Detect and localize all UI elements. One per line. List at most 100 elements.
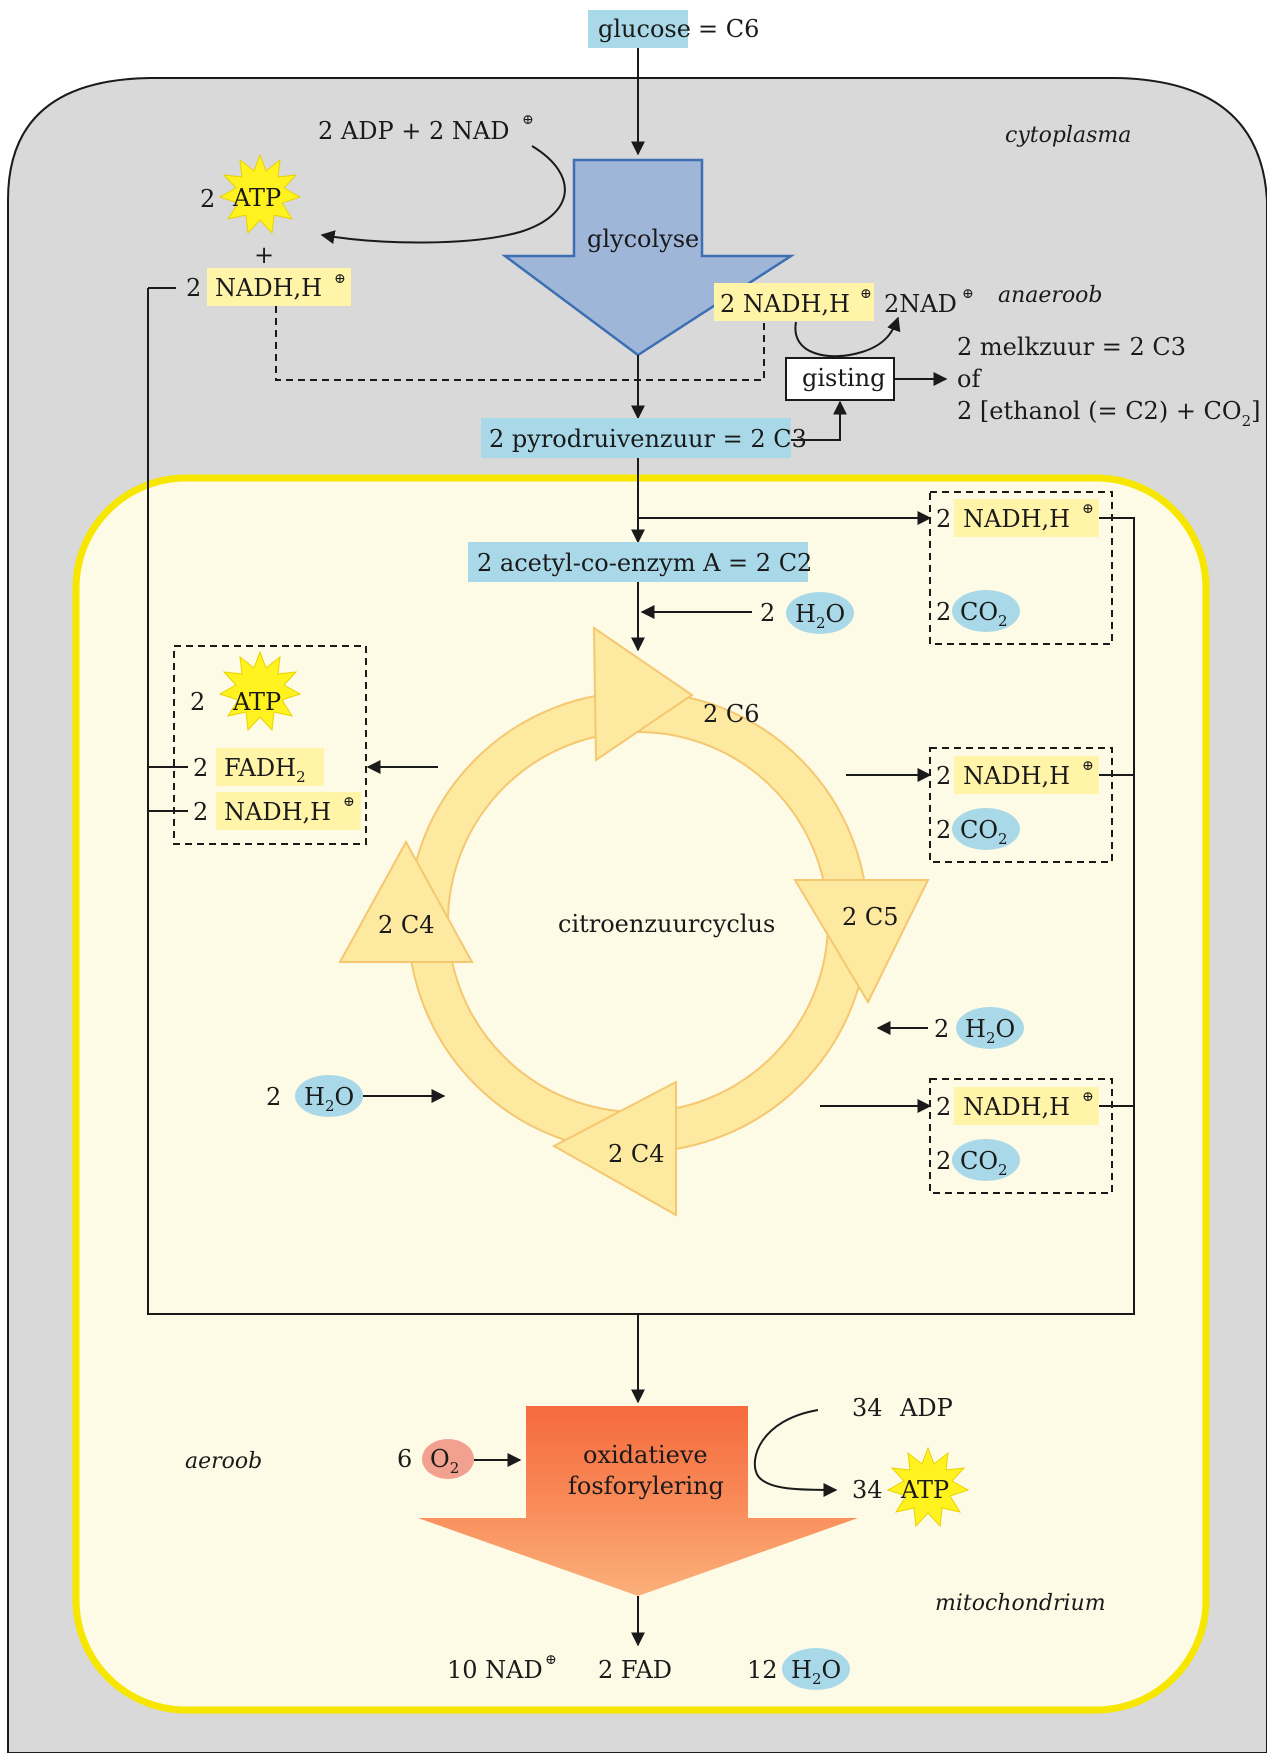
water-left-ellipse — [295, 1075, 363, 1117]
cytoplasm-label: cytoplasma — [1005, 123, 1131, 148]
water-right-ellipse — [956, 1007, 1024, 1049]
right-box-2 — [929, 747, 1113, 863]
product-h2o-label: H2O — [791, 1656, 841, 1688]
adp-nad-label: 2 ADP + 2 NAD — [318, 117, 509, 145]
box2-nadh-label: NADH,H — [963, 762, 1070, 790]
atp-star-icon — [218, 153, 302, 235]
box1-nadh-count: 2 — [936, 505, 951, 533]
box3-nadh-bg — [954, 1087, 1099, 1125]
left-fadh-count: 2 — [193, 754, 208, 782]
fermentation-box — [785, 357, 895, 401]
left-nadh-plus-sup: ⊕ — [343, 794, 355, 810]
left-nadh-label: NADH,H — [224, 798, 331, 826]
glycolysis-plus: + — [254, 241, 274, 269]
box3-co2-label: CO2 — [960, 1147, 1008, 1179]
right-nadh-plus-sup: ⊕ — [860, 286, 872, 302]
o2-count: 6 — [397, 1445, 412, 1473]
adp-to-atp-arrow — [753, 1409, 838, 1497]
product-nad: 10 NAD — [447, 1656, 543, 1684]
box2-co2-count: 2 — [936, 816, 951, 844]
oxphos-adp-count: 34 — [852, 1394, 883, 1422]
box1-nadh-label: NADH,H — [963, 505, 1070, 533]
product-h2o-count: 12 — [747, 1656, 778, 1684]
o2-label: O2 — [430, 1445, 459, 1477]
box1-nadh-bg — [954, 499, 1099, 537]
glucose-equation: = C6 — [698, 15, 759, 43]
box2-nadh-count: 2 — [936, 762, 951, 790]
glycolysis-atp-count: 2 — [200, 185, 215, 213]
left-nadh-bg — [216, 792, 361, 830]
cycle-c4-left: 2 C4 — [378, 911, 435, 939]
right-nad-plus-sup: ⊕ — [962, 286, 974, 302]
mitochondrion-label: mitochondrium — [935, 1591, 1106, 1616]
cycle-center-label: citroenzuurcyclus — [558, 910, 775, 938]
left-fadh-bg — [216, 748, 324, 786]
left-atp-label: ATP — [232, 688, 281, 716]
adp-recycle-arrow — [320, 145, 566, 245]
oxphos-label-2: fosforylering — [568, 1472, 724, 1500]
left-fadh-label: FADH2 — [224, 754, 306, 786]
oxphos-atp-count: 34 — [852, 1476, 883, 1504]
pyruvate-to-fermentation-arrow — [791, 400, 847, 441]
box2-co2-label: CO2 — [960, 816, 1008, 848]
cycle-arrowhead-bottom — [551, 1080, 677, 1217]
fermentation-ethanol: 2 [ethanol (= C2) + CO2] — [957, 397, 1261, 430]
water-right-label: H2O — [965, 1015, 1015, 1047]
water-top-label: H2O — [795, 600, 845, 632]
water-right-count: 2 — [934, 1015, 949, 1043]
o2-ellipse — [422, 1439, 474, 1479]
water-left-count: 2 — [266, 1083, 281, 1111]
oxphos-adp-label: ADP — [899, 1394, 953, 1422]
box2-co2-ellipse — [952, 808, 1020, 850]
left-nadh-count: 2 — [193, 798, 208, 826]
glycolysis-nadh-label: NADH,H — [215, 274, 322, 302]
box3-nadh-label: NADH,H — [963, 1093, 1070, 1121]
oxphos-label-1: oxidatieve — [583, 1441, 708, 1469]
product-nad-plus-sup: ⊕ — [545, 1652, 557, 1668]
nadh-plus-sup: ⊕ — [334, 271, 346, 287]
cycle-c5: 2 C5 — [842, 903, 899, 931]
aerobic-label: aeroob — [185, 1449, 262, 1474]
nadh-dashed-link — [275, 306, 765, 381]
cycle-arrowhead-left — [338, 839, 474, 963]
box2-plus-sup: ⊕ — [1082, 758, 1094, 774]
water-top-count: 2 — [760, 599, 775, 627]
pyruvate-box — [481, 418, 791, 458]
nad-regeneration-arrow — [794, 316, 901, 358]
acetyl-label: 2 acetyl-co-enzym A = 2 C2 — [477, 549, 812, 577]
nadh-box — [207, 268, 351, 306]
glycolysis-right-nad: 2NAD — [884, 290, 957, 318]
box3-plus-sup: ⊕ — [1082, 1089, 1094, 1105]
cycle-c4-bottom: 2 C4 — [608, 1140, 665, 1168]
nadh-collector-line — [147, 288, 1135, 1315]
box1-co2-ellipse — [952, 590, 1020, 632]
glycolysis-label: glycolyse — [587, 225, 699, 253]
cycle-arrowhead-right — [793, 879, 930, 1005]
glucose-label: glucose — [598, 15, 691, 43]
glucose-box — [588, 10, 688, 48]
cycle-c6: 2 C6 — [703, 700, 760, 728]
oxphos-atp-star-icon — [886, 1446, 970, 1528]
left-box — [173, 645, 367, 845]
right-box-1 — [929, 491, 1113, 645]
box3-co2-count: 2 — [936, 1147, 951, 1175]
nadh-right-box — [714, 283, 874, 321]
box2-nadh-bg — [954, 756, 1099, 794]
mitochondrion-region — [72, 474, 1210, 1714]
glycolysis-atp-label: ATP — [232, 184, 281, 212]
pyruvate-label: 2 pyrodruivenzuur = 2 C3 — [489, 425, 807, 453]
oxphos-atp-label: ATP — [900, 1476, 949, 1504]
cycle-arrowhead-top — [592, 626, 694, 762]
fermentation-or: of — [957, 365, 982, 393]
anaerobic-label: anaeroob — [998, 283, 1103, 308]
product-fad: 2 FAD — [598, 1656, 672, 1684]
nad-plus-sup: ⊕ — [522, 112, 534, 128]
oxphos-arrow — [418, 1406, 858, 1596]
water-top-ellipse — [786, 592, 854, 634]
water-left-label: H2O — [304, 1083, 354, 1115]
box3-co2-ellipse — [952, 1139, 1020, 1181]
left-atp-count: 2 — [190, 688, 205, 716]
acetyl-box — [468, 542, 808, 582]
fermentation-lactic: 2 melkzuur = 2 C3 — [957, 333, 1186, 361]
